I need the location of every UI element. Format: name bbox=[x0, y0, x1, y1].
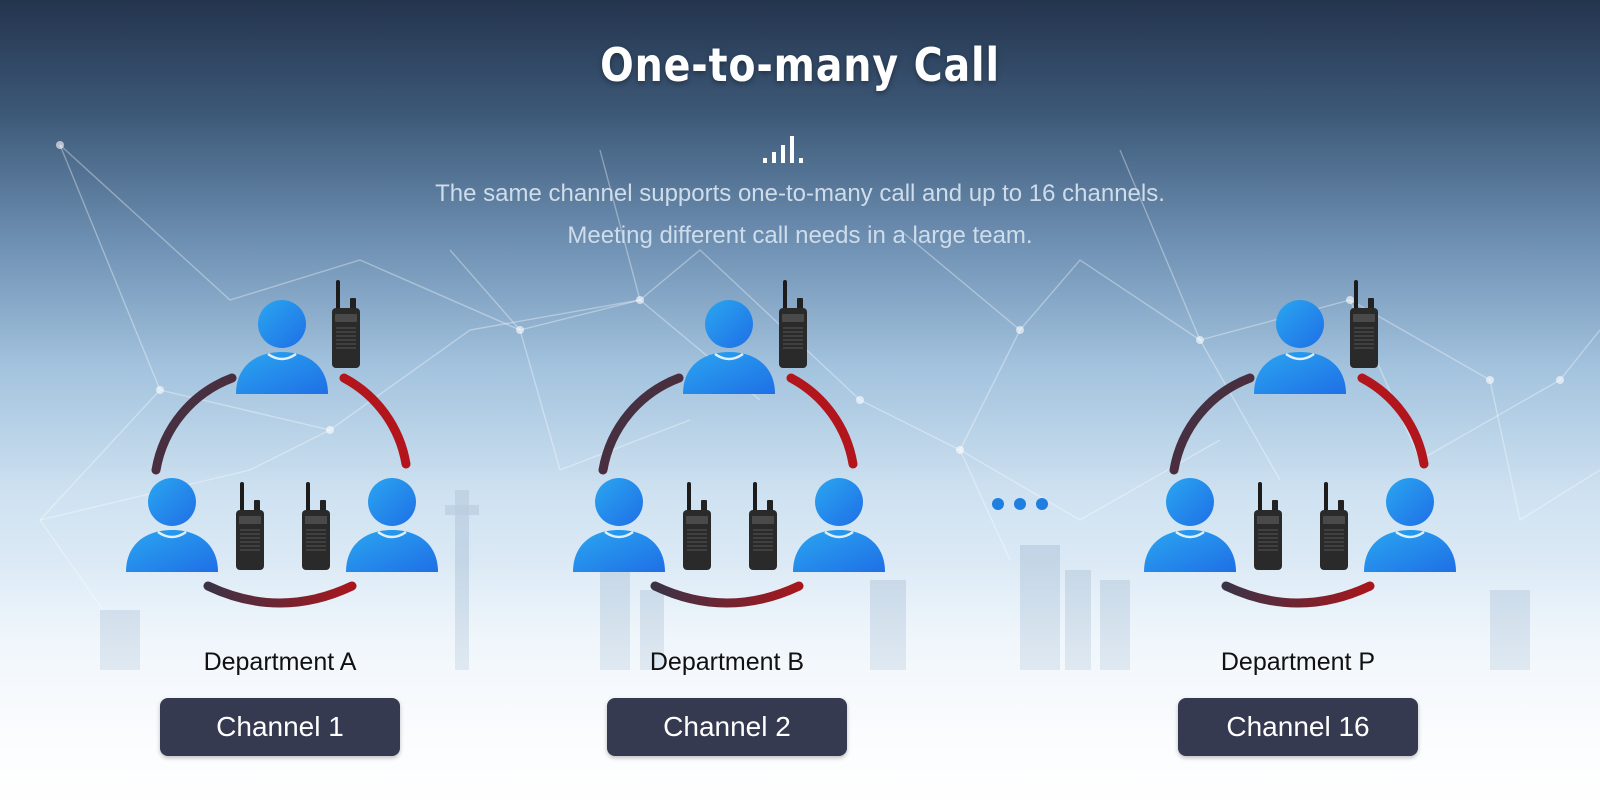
subtitle-line-1: The same channel supports one-to-many ca… bbox=[435, 180, 1165, 207]
person-icon bbox=[1142, 476, 1238, 572]
department-group: Department B Channel 2 bbox=[567, 280, 907, 760]
page-title: One-to-many Call bbox=[600, 38, 1000, 92]
person-icon bbox=[344, 476, 440, 572]
person-icon bbox=[571, 476, 667, 572]
department-group: Department A Channel 1 bbox=[120, 280, 460, 760]
walkie-talkie-icon bbox=[1349, 280, 1379, 369]
department-label: Department B bbox=[649, 648, 805, 676]
channel-badge: Channel 1 bbox=[160, 698, 400, 756]
department-group: Department P Channel 16 bbox=[1138, 280, 1478, 760]
person-icon bbox=[1252, 298, 1348, 394]
connection-arc bbox=[203, 581, 357, 608]
connection-arc bbox=[786, 373, 858, 469]
walkie-talkie-icon bbox=[682, 482, 712, 571]
person-icon bbox=[234, 298, 330, 394]
call-diagram bbox=[1142, 280, 1458, 608]
connection-arc bbox=[650, 581, 804, 608]
subtitle-line-2: Meeting different call needs in a large … bbox=[567, 222, 1033, 249]
channel-badge: Channel 2 bbox=[607, 698, 847, 756]
channel-badge: Channel 16 bbox=[1178, 698, 1418, 756]
person-icon bbox=[681, 298, 777, 394]
connection-arc bbox=[1169, 373, 1255, 475]
connection-arc bbox=[339, 373, 411, 469]
person-icon bbox=[791, 476, 887, 572]
department-label: Department P bbox=[1220, 648, 1376, 676]
ellipsis-icon bbox=[992, 498, 1048, 510]
connection-arc bbox=[151, 373, 237, 475]
department-label: Department A bbox=[203, 648, 357, 676]
connection-arc bbox=[598, 373, 684, 475]
walkie-talkie-icon bbox=[748, 482, 778, 571]
person-icon bbox=[1362, 476, 1458, 572]
connection-arc bbox=[1357, 373, 1429, 469]
call-diagram bbox=[571, 280, 887, 608]
walkie-talkie-icon bbox=[1253, 482, 1283, 571]
person-icon bbox=[124, 476, 220, 572]
walkie-talkie-icon bbox=[301, 482, 331, 571]
connection-arc bbox=[1221, 581, 1375, 608]
signal-bars-icon bbox=[763, 136, 803, 163]
walkie-talkie-icon bbox=[1319, 482, 1349, 571]
walkie-talkie-icon bbox=[331, 280, 361, 369]
call-diagram bbox=[124, 280, 440, 608]
walkie-talkie-icon bbox=[778, 280, 808, 369]
walkie-talkie-icon bbox=[235, 482, 265, 571]
